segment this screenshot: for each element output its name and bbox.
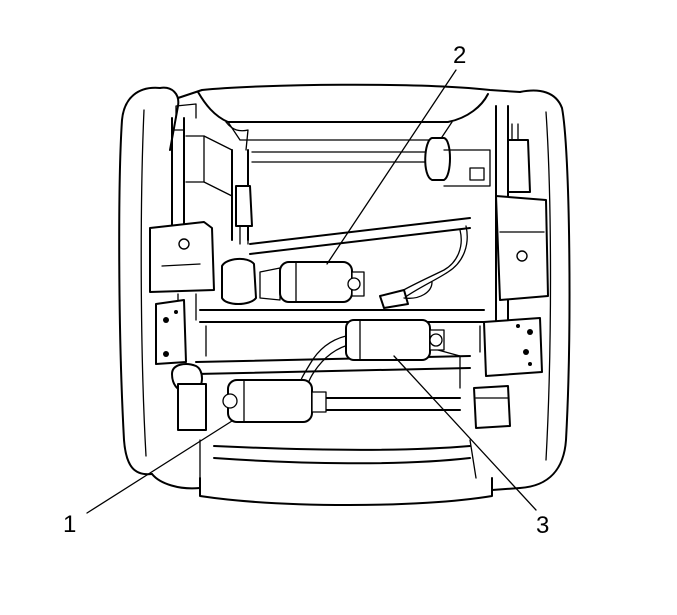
cross-rods	[171, 217, 485, 479]
leader-line-3	[393, 355, 537, 511]
front-pan	[197, 91, 491, 187]
motor-2	[221, 258, 365, 305]
left-seat-track	[149, 103, 253, 365]
seat-cushion-outline	[118, 83, 571, 506]
motor-3	[345, 319, 445, 361]
callout-label-1: 1	[63, 511, 77, 538]
motor-1	[222, 379, 327, 423]
callout-label-2: 2	[453, 42, 467, 69]
wiring-harness	[299, 225, 468, 389]
leader-line-2	[326, 69, 457, 265]
callout-label-3: 3	[536, 512, 550, 539]
leader-line-1	[86, 420, 233, 514]
leader-lines	[86, 69, 537, 514]
right-seat-track	[473, 105, 549, 429]
